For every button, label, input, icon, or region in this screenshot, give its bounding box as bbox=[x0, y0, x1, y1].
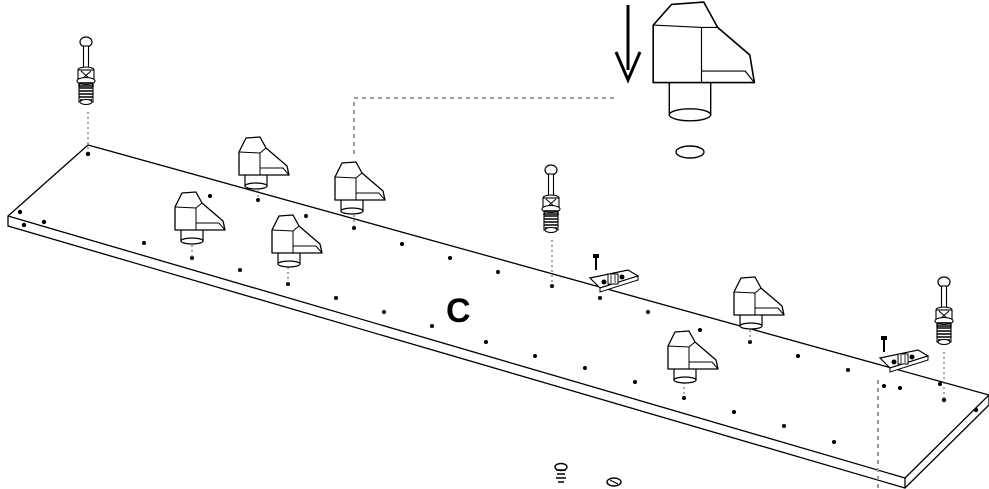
guide-lines bbox=[353, 97, 879, 489]
shelf-bracket-2 bbox=[334, 161, 386, 215]
down-arrow-icon bbox=[614, 5, 642, 84]
shelf-bracket-1 bbox=[238, 136, 290, 190]
leveling-foot-3 bbox=[934, 276, 954, 346]
washer-ring bbox=[675, 145, 705, 159]
panel-label: C bbox=[446, 292, 471, 330]
panel-holes bbox=[17, 151, 979, 444]
leveling-foot-1 bbox=[76, 36, 96, 106]
bracket-detail bbox=[652, 1, 756, 122]
panel-c bbox=[7, 144, 989, 489]
loose-fittings bbox=[554, 462, 622, 487]
shelf-bracket-5 bbox=[733, 276, 785, 330]
screw-icon bbox=[592, 253, 600, 271]
leveling-foot-2 bbox=[541, 164, 561, 234]
drop-lines bbox=[87, 112, 945, 398]
screw-icon bbox=[880, 335, 888, 353]
